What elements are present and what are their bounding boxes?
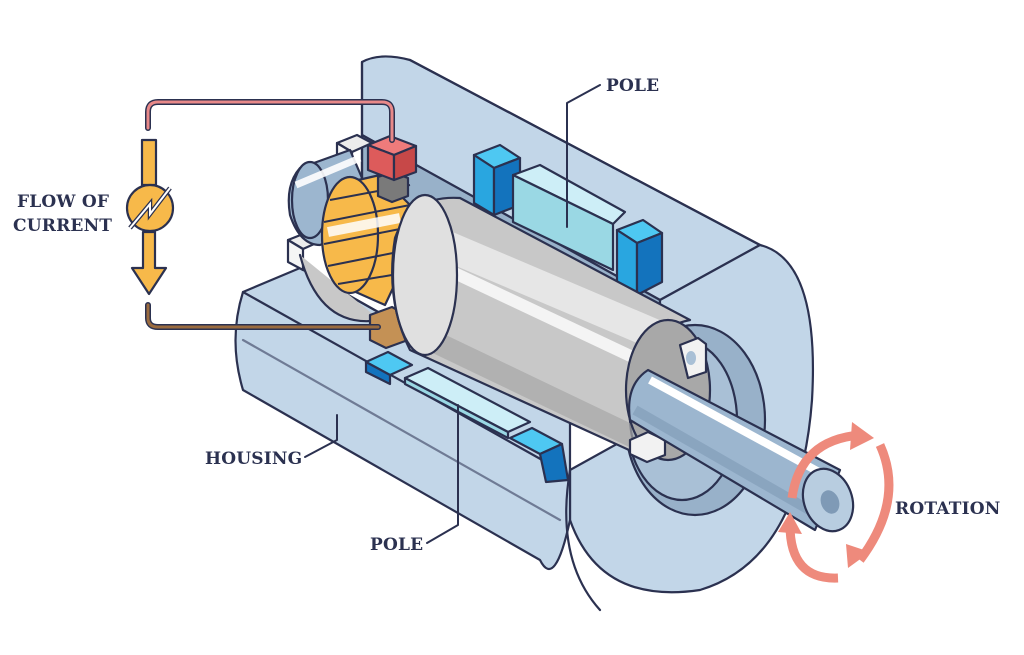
pole-upper: [472, 143, 664, 297]
label-pole-top: POLE: [606, 76, 659, 96]
pole-lower: [364, 350, 570, 484]
label-flow-of-current-2: CURRENT: [13, 216, 112, 236]
label-pole-bottom: POLE: [370, 535, 423, 555]
commutator: [320, 173, 427, 307]
label-rotation: ROTATION: [895, 499, 1000, 519]
label-housing: HOUSING: [205, 449, 302, 469]
circuit-wire-top: [145, 99, 395, 143]
rotation-arrows-icon: [778, 422, 894, 583]
label-flow-of-current-1: FLOW OF: [17, 192, 109, 212]
circuit-wire-bottom: [145, 302, 381, 330]
brush-top: [366, 134, 418, 204]
lightning-bolt-icon: [125, 183, 175, 233]
front-bearing: [628, 336, 708, 464]
leader-pole-top: [566, 84, 601, 228]
rotor: [391, 193, 712, 462]
leader-housing: [304, 414, 338, 458]
leader-pole-bottom: [426, 404, 459, 544]
